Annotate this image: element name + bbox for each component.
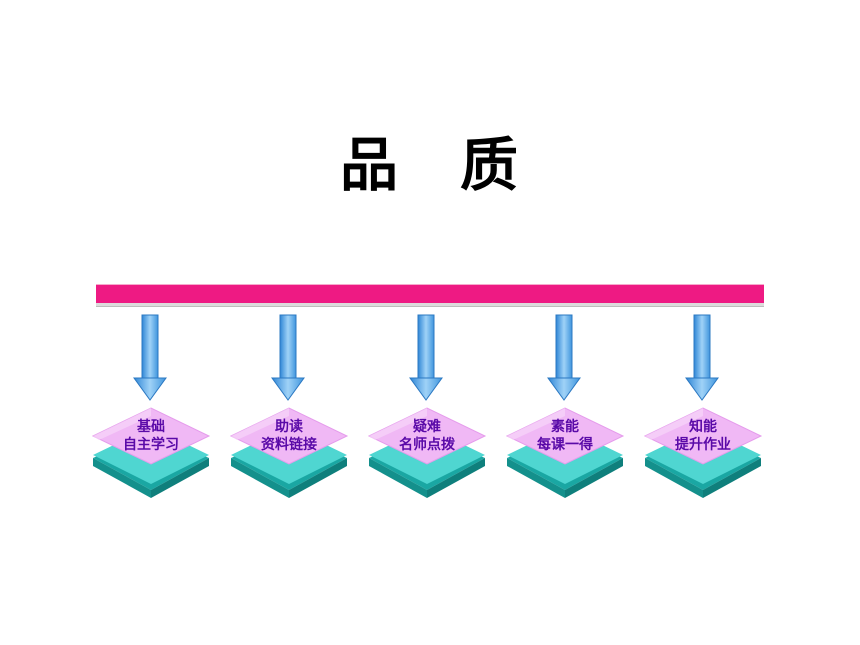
step-label-line1: 素能 xyxy=(551,419,579,435)
down-arrow-icon xyxy=(229,314,349,498)
step-node-5[interactable]: 知能 提升作业 xyxy=(641,312,765,502)
down-arrow-icon xyxy=(643,314,763,498)
step-label-line2: 每课一得 xyxy=(537,437,593,453)
page-title: 品 质 xyxy=(330,124,530,199)
step-label-line2: 名师点拨 xyxy=(399,437,455,453)
title-char-2: 质 xyxy=(460,131,521,199)
down-arrow-icon xyxy=(367,314,487,498)
step-label-line1: 知能 xyxy=(689,419,717,435)
step-node-1[interactable]: 基础 自主学习 xyxy=(89,312,213,502)
down-arrow-icon xyxy=(91,314,211,498)
step-label-line2: 提升作业 xyxy=(675,437,731,453)
timeline-bar xyxy=(96,284,764,303)
step-label-line1: 基础 xyxy=(137,419,165,435)
step-node-2[interactable]: 助读 资料链接 xyxy=(227,312,351,502)
step-label-line1: 助读 xyxy=(275,419,303,435)
step-label-line2: 自主学习 xyxy=(123,437,179,453)
step-node-3[interactable]: 疑难 名师点拨 xyxy=(365,312,489,502)
step-node-4[interactable]: 素能 每课一得 xyxy=(503,312,627,502)
down-arrow-icon xyxy=(505,314,625,498)
title-char-1: 品 xyxy=(339,131,400,199)
step-label-line2: 资料链接 xyxy=(261,437,317,453)
step-label-line1: 疑难 xyxy=(413,419,441,435)
